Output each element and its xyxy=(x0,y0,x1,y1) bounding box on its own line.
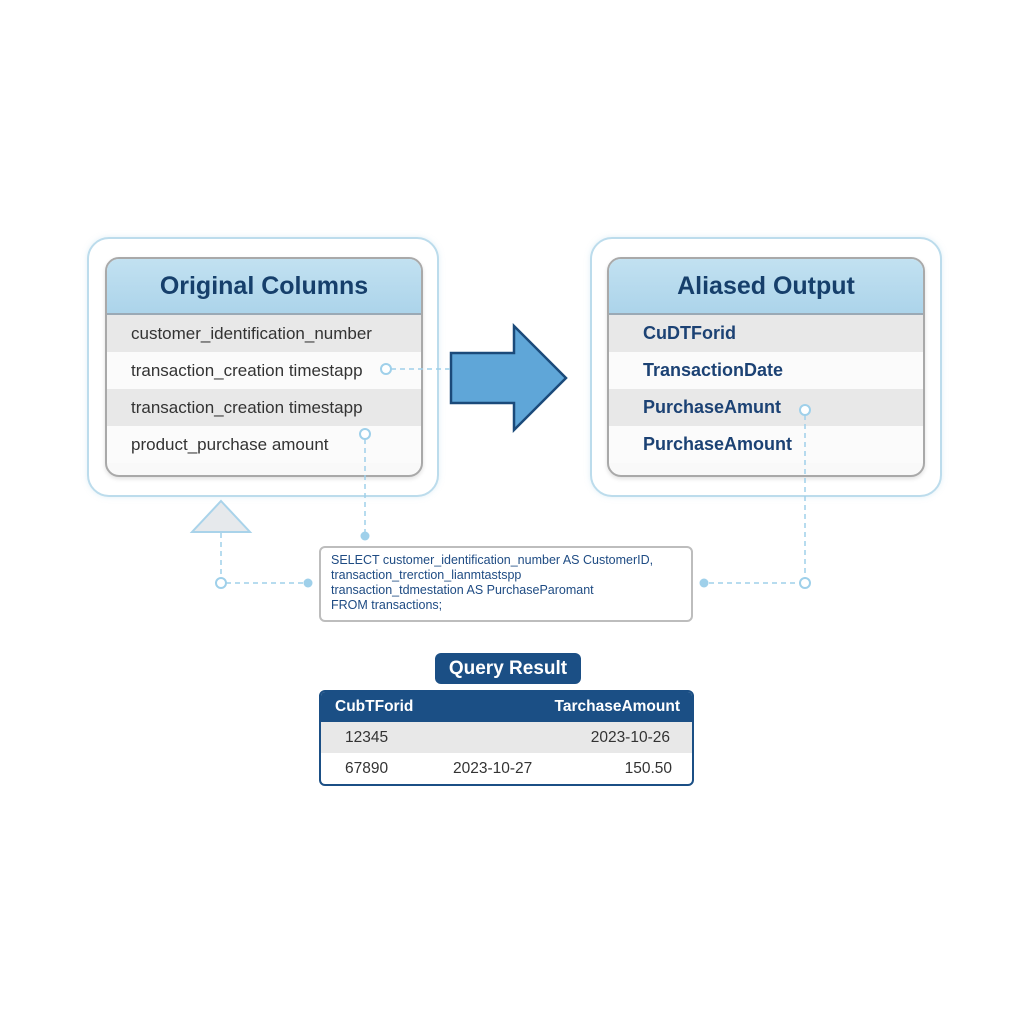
table-cell: 12345 xyxy=(345,728,389,746)
connector-node xyxy=(360,531,370,541)
query-result-header: CubTForid TarchaseAmount xyxy=(321,692,692,722)
connector-node xyxy=(799,577,811,589)
aliased-output-title: Aliased Output xyxy=(609,259,923,315)
sql-line: transaction_trerction_lianmtastspp xyxy=(331,568,522,582)
sql-line: transaction_tdmestation AS PurchaseParom… xyxy=(331,583,594,597)
table-row: 67890 2023-10-27 150.50 xyxy=(321,753,692,784)
aliased-column-row: PurchaseAmount xyxy=(609,426,923,463)
original-column-row: product_purchase amount xyxy=(107,426,421,463)
right-arrow-icon xyxy=(449,322,568,434)
table-cell: 67890 xyxy=(345,759,389,777)
original-column-row: customer_identification_number xyxy=(107,315,421,352)
original-column-row: transaction_creation timestapp xyxy=(107,389,421,426)
original-columns-panel: Original Columns customer_identification… xyxy=(105,257,423,477)
table-cell: 2023-10-26 xyxy=(590,728,670,746)
aliased-column-row: PurchaseAmunt xyxy=(609,389,923,426)
original-columns-title: Original Columns xyxy=(107,259,421,315)
aliased-column-row: TransactionDate xyxy=(609,352,923,389)
query-result-table: CubTForid TarchaseAmount 12345 2023-10-2… xyxy=(319,690,694,786)
sql-line: FROM transactions; xyxy=(331,598,443,612)
original-column-row: transaction_creation timestapp xyxy=(107,352,421,389)
connector-node xyxy=(699,578,709,588)
aliased-output-panel: Aliased Output CuDTForid TransactionDate… xyxy=(607,257,925,477)
column-header: TarchaseAmount xyxy=(554,698,680,715)
column-header: CubTForid xyxy=(335,698,414,715)
sql-query-box: SELECT customer_identification_number AS… xyxy=(319,546,693,622)
table-cell: 2023-10-27 xyxy=(453,759,533,777)
table-cell: 150.50 xyxy=(624,759,672,777)
connector-node xyxy=(215,577,227,589)
query-result-title: Query Result xyxy=(435,653,581,684)
aliased-column-row: CuDTForid xyxy=(609,315,923,352)
triangle-icon xyxy=(189,499,253,533)
connector-node xyxy=(303,578,313,588)
sql-line: SELECT customer_identification_number AS… xyxy=(331,553,654,567)
table-row: 12345 2023-10-26 xyxy=(321,722,692,753)
